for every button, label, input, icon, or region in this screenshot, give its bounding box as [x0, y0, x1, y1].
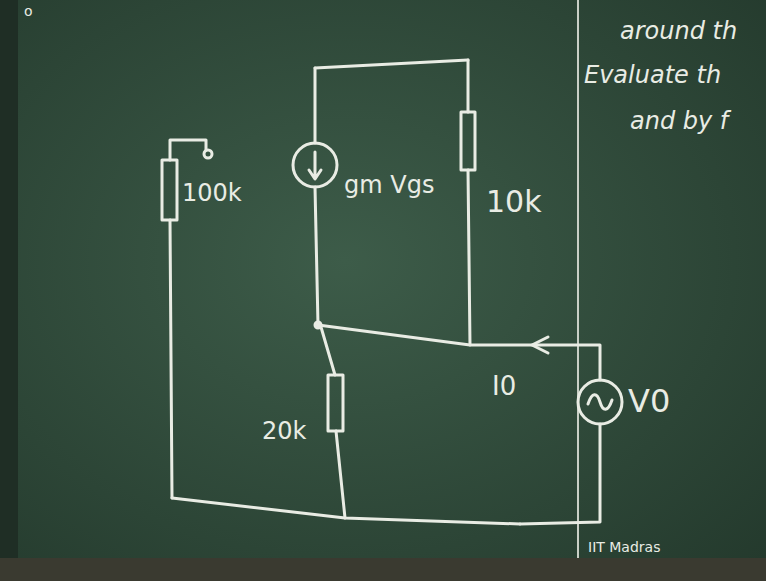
gate-terminal — [204, 150, 212, 158]
wire — [315, 60, 468, 68]
current-label: I0 — [492, 372, 516, 401]
sine-symbol — [588, 395, 612, 410]
board-note: and by f — [630, 108, 728, 134]
wire — [314, 68, 317, 143]
resistor-symbol — [162, 160, 177, 220]
wire — [315, 187, 318, 325]
wire — [321, 327, 335, 375]
resistor-value: 10k — [486, 185, 542, 218]
wire — [172, 498, 520, 524]
board-note: Evaluate th — [584, 62, 721, 88]
board-divider — [577, 0, 579, 558]
current-arrow — [532, 337, 548, 353]
resistor-value: 20k — [262, 418, 306, 444]
current-arrow — [309, 152, 321, 179]
fragment-text: o — [24, 4, 33, 19]
wire — [318, 325, 600, 380]
source-label: gm Vgs — [344, 172, 434, 198]
resistor-value: 100k — [182, 180, 242, 206]
chalk-ledge — [0, 558, 766, 581]
watermark: IIT Madras — [588, 540, 660, 555]
resistor-symbol — [461, 112, 475, 170]
current-source-symbol — [293, 143, 337, 187]
voltage-source-symbol — [578, 380, 622, 424]
wire — [520, 424, 600, 524]
board-frame — [0, 0, 18, 581]
wire — [468, 170, 470, 345]
voltage-label: V0 — [628, 384, 670, 419]
wire — [170, 220, 172, 498]
resistor-symbol — [328, 375, 343, 431]
wire — [170, 140, 206, 160]
wire — [467, 60, 470, 112]
board-note: around th — [620, 18, 737, 44]
wire — [336, 431, 345, 518]
